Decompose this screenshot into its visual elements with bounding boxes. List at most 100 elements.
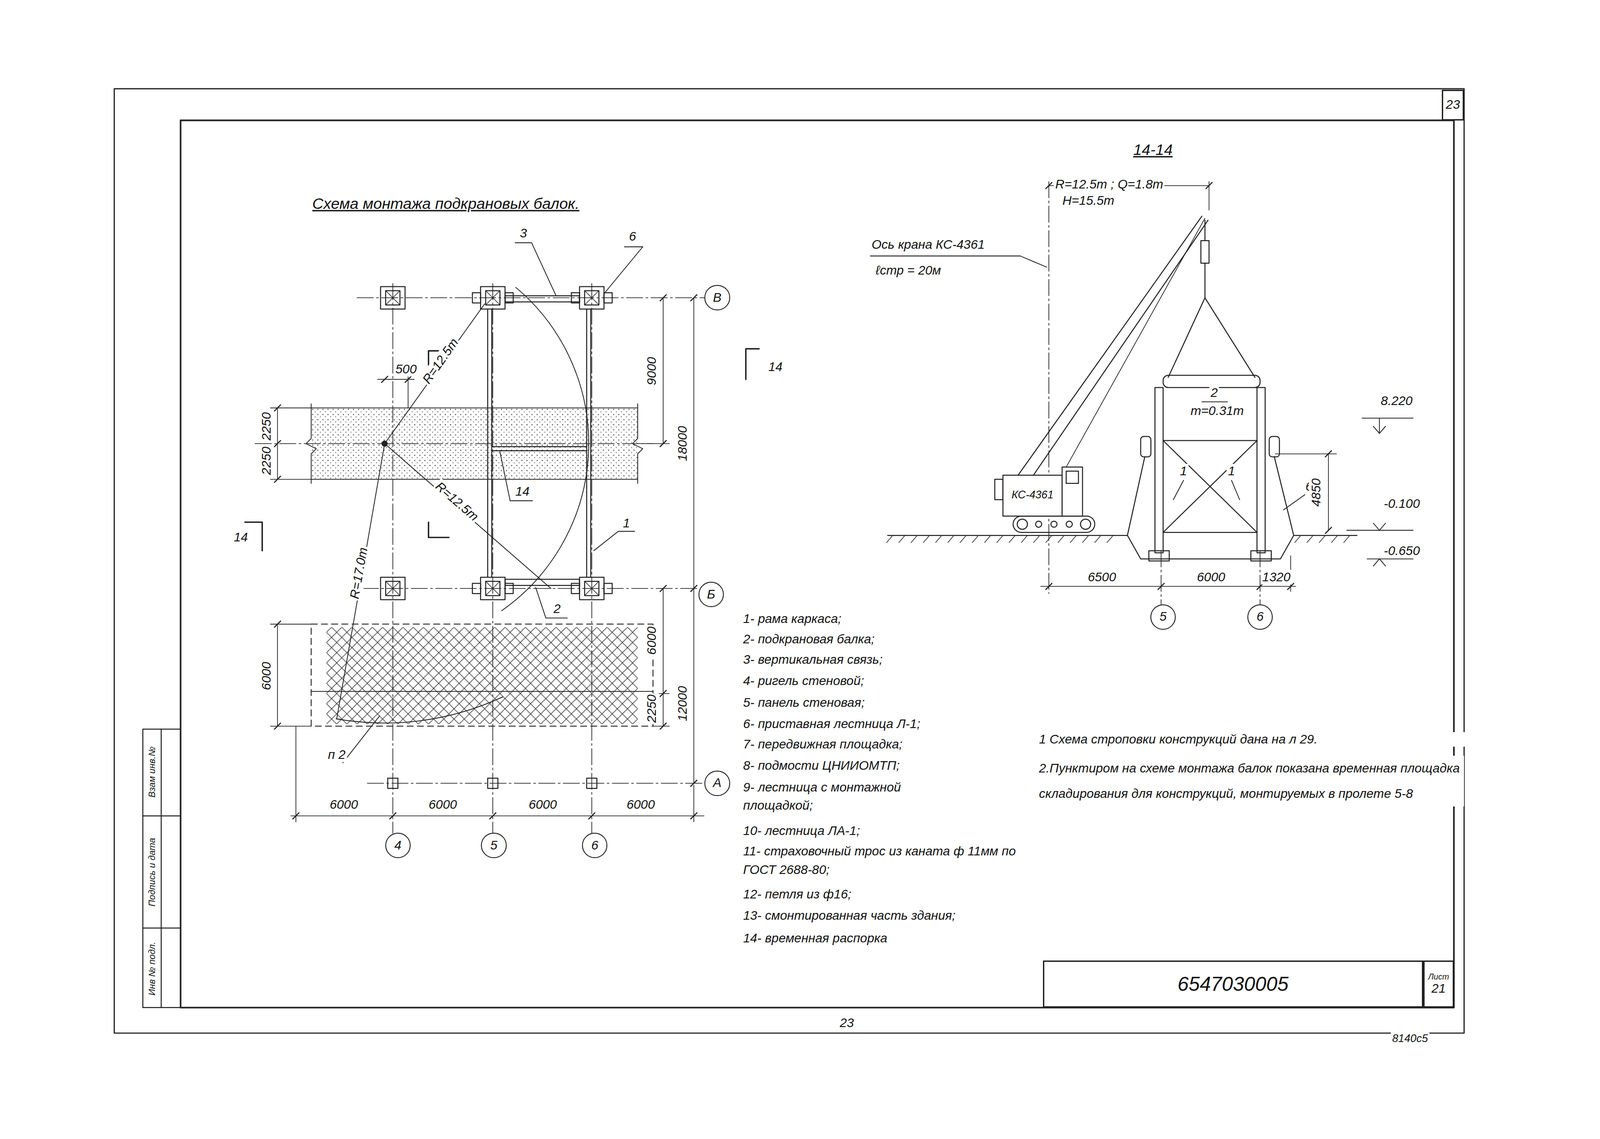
column [586, 778, 597, 790]
node-text: Б [707, 587, 716, 602]
dimension-label: 6000 [328, 797, 359, 813]
note-text: 2.Пунктиром на схеме монтажа балок показ… [1037, 756, 1465, 807]
legend-item: 7- передвижная площадка; [741, 735, 1026, 755]
column [380, 286, 406, 310]
elevation-label: -0.100 [1382, 496, 1421, 512]
dimension-tick [274, 476, 282, 483]
elevation-mark [1373, 523, 1386, 531]
column [385, 581, 401, 597]
note-text: 1 Схема строповки конструкций дана на л … [1037, 732, 1471, 747]
column [380, 286, 613, 789]
ground-hatch [1057, 535, 1065, 544]
dimension-line [1328, 454, 1329, 531]
mobile-crane [994, 216, 1261, 533]
crane-radius [384, 304, 485, 444]
callout-number: 3 [518, 226, 529, 241]
node-text: 6547030005 [1177, 973, 1289, 996]
storage-area [311, 691, 654, 693]
axis-line [492, 283, 494, 834]
column [385, 290, 401, 306]
stamp-label: Подпись и дата [146, 836, 158, 908]
column [485, 290, 500, 306]
ground-hatch [898, 535, 906, 544]
dimension-label: 2250 [258, 411, 274, 442]
callout-number: 14 [766, 359, 784, 375]
annotation-text: H=15.5m [1061, 193, 1116, 209]
crane-radius [336, 443, 385, 720]
ground-hatch [935, 535, 942, 544]
dimension-tick [1325, 527, 1332, 534]
dimension-tick [489, 813, 496, 820]
dimension-label: 6000 [427, 797, 459, 813]
ground-hatch [1307, 535, 1314, 544]
crane-radius [335, 697, 503, 724]
assembly-frame [1274, 456, 1294, 536]
mobile-crane [1026, 220, 1209, 486]
wall-panel-band [305, 403, 643, 484]
dimension-tick [659, 723, 667, 730]
node-text: 5 [1159, 610, 1167, 625]
ground-hatch [886, 535, 893, 544]
mobile-crane [994, 479, 1004, 500]
sheet-frame [142, 815, 181, 817]
legend-item: 11- страховочный трос из каната ф 11мм п… [741, 842, 1026, 880]
node-text: 6 [1256, 610, 1264, 625]
legend-item: 13- смонтированная часть здания; [741, 906, 1026, 926]
sheet-frame [142, 729, 181, 1009]
axis-marker: 5 [480, 833, 507, 859]
drawing-sheet [114, 88, 1465, 1034]
axis-marker: Б [698, 581, 724, 608]
legend-item: 14- временная распорка [741, 929, 1026, 949]
assembly-frame [1127, 456, 1145, 536]
crane-radius [335, 287, 589, 724]
ground-hatch [1008, 535, 1016, 544]
crane-radius [501, 287, 589, 611]
ground-hatch [1106, 535, 1114, 544]
crane-beam [487, 309, 489, 578]
node-text: В [712, 290, 722, 306]
ground-hatch [1033, 535, 1040, 544]
legend-item: 5- панель стеновая; [741, 693, 1026, 713]
ground-hatch [1294, 535, 1302, 544]
column [579, 577, 605, 601]
assembly-frame [1256, 387, 1266, 553]
legend-item: 10- лестница ЛА-1; [741, 822, 1026, 841]
dimension-label: 6000 [258, 660, 274, 692]
callout-number: 14 [513, 484, 531, 500]
column [480, 286, 505, 310]
drawing-title: Схема монтажа подкрановых балок. [310, 195, 581, 214]
dimension-tick [588, 813, 596, 820]
axis-line [367, 783, 705, 785]
node-text: 5 [490, 838, 498, 854]
dimension-label: R=12.5m [419, 334, 463, 388]
callout-number: 14 [232, 530, 250, 545]
callout-number: 1 [1226, 464, 1237, 479]
column [480, 577, 505, 601]
section-title: 14-14 [1131, 140, 1174, 159]
ground-hatch [1021, 535, 1028, 544]
assembly-frame [1163, 440, 1257, 533]
dimension-line [662, 588, 664, 727]
ground-hatch [972, 535, 979, 544]
elevation-mark [1362, 417, 1414, 419]
ground-hatch [947, 535, 955, 544]
column [584, 581, 600, 597]
dimension-line [270, 181, 1337, 823]
ground-hatch [996, 535, 1004, 544]
title-block-cell: Лист21 [1423, 960, 1455, 1009]
ground-hatch [1070, 535, 1077, 544]
crane-radius [384, 443, 552, 589]
mobile-crane [1168, 297, 1255, 378]
callout-number: 1 [621, 516, 632, 531]
axis-line [1048, 181, 1050, 594]
column [385, 290, 401, 306]
annotation-text: КС-4361 [1010, 488, 1056, 502]
dimension-tick [690, 780, 698, 787]
storage-area [311, 624, 654, 727]
mobile-crane [1200, 240, 1209, 264]
leader-line [1202, 401, 1228, 403]
section-mark [745, 349, 759, 380]
page-number: 8140с5 [1391, 1032, 1430, 1046]
assembly-frame [1154, 387, 1164, 553]
axis-marker: 4 [385, 833, 411, 859]
